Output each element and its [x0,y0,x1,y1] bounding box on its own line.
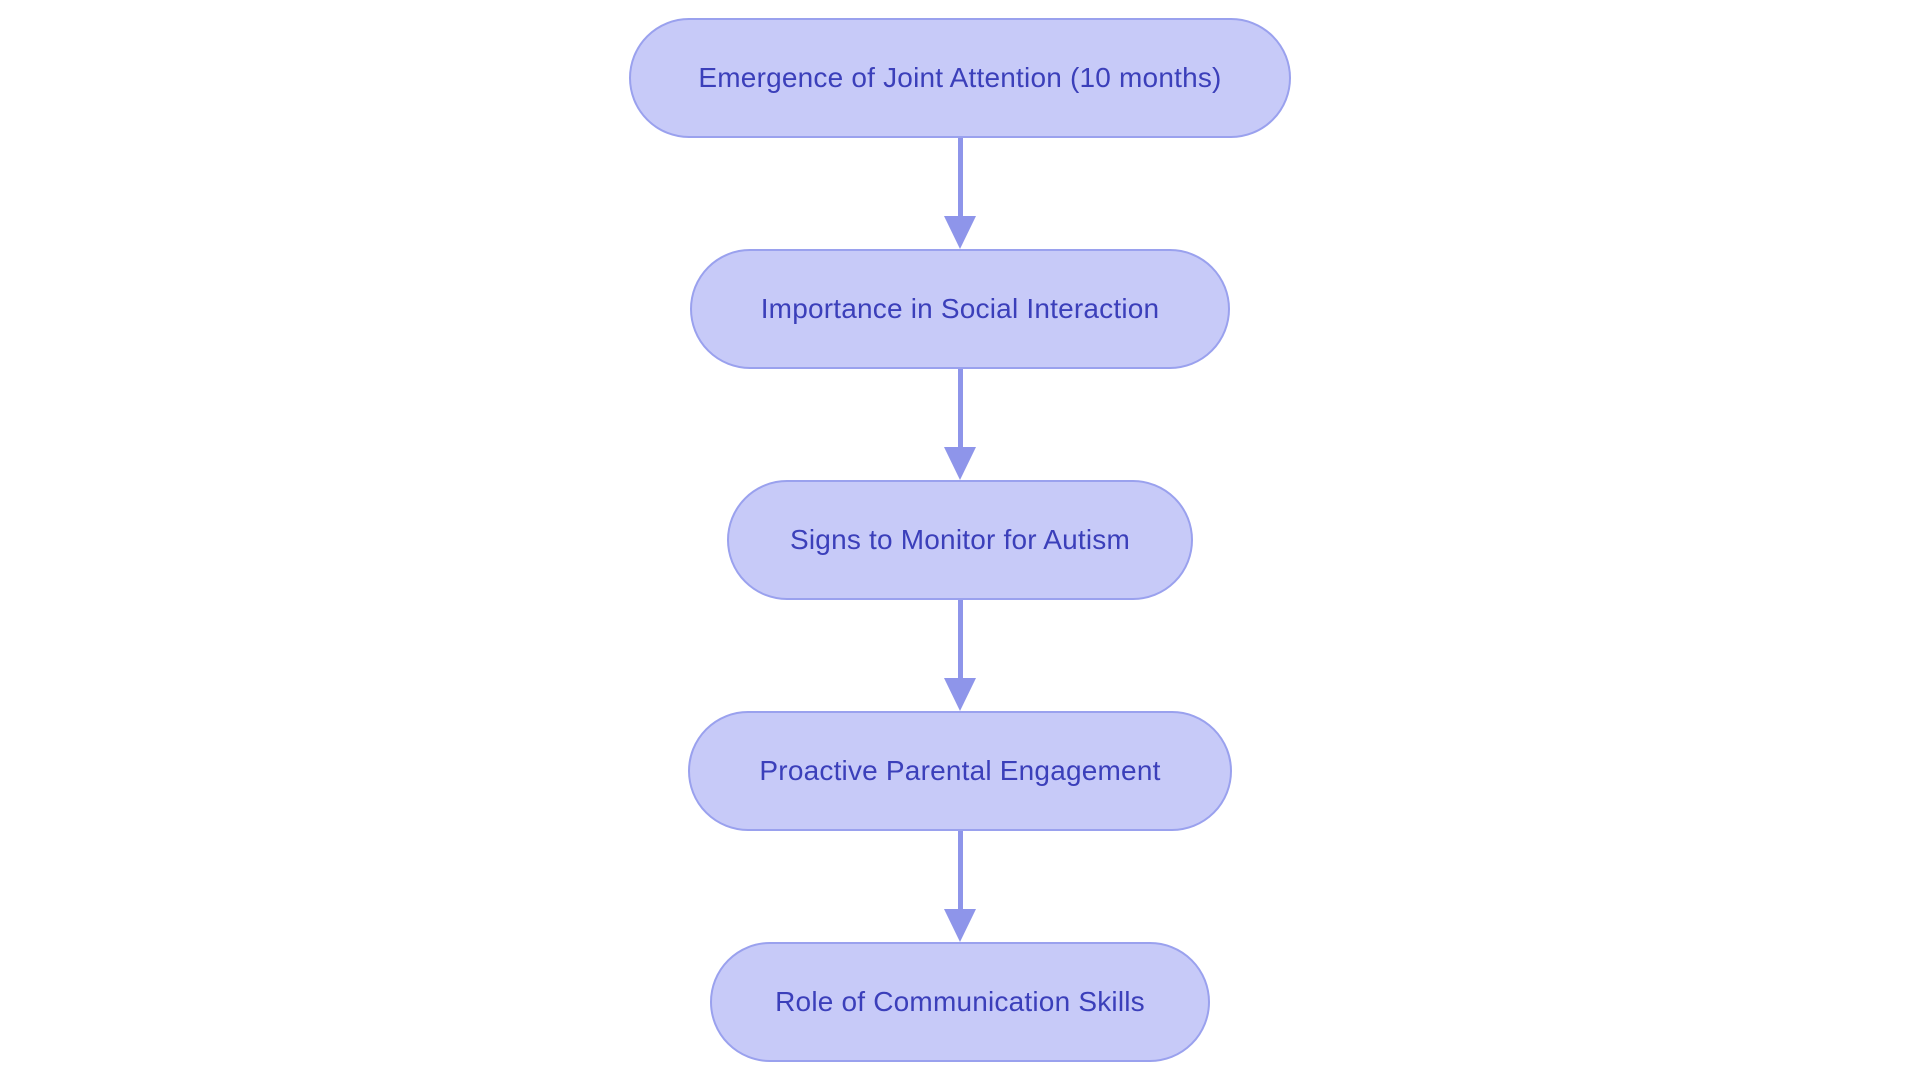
arrow-down-icon [944,138,976,249]
arrow-stem [957,369,963,447]
arrow-head-icon [944,909,976,942]
arrow-head-icon [944,447,976,480]
arrow-down-icon [944,831,976,942]
arrow-stem [957,831,963,909]
node-emergence-of-joint-attention: Emergence of Joint Attention (10 months) [629,18,1291,138]
node-label: Signs to Monitor for Autism [790,524,1130,555]
arrow-stem [957,138,963,216]
arrow-head-icon [944,216,976,249]
node-importance-in-social-interaction: Importance in Social Interaction [690,249,1230,369]
node-label: Role of Communication Skills [775,986,1145,1017]
arrow-head-icon [944,678,976,711]
arrow-stem [957,600,963,678]
node-label: Emergence of Joint Attention (10 months) [698,62,1222,93]
arrow-down-icon [944,600,976,711]
arrow-down-icon [944,369,976,480]
node-label: Importance in Social Interaction [760,293,1160,324]
node-role-of-communication-skills: Role of Communication Skills [710,942,1210,1062]
node-signs-to-monitor-for-autism: Signs to Monitor for Autism [727,480,1193,600]
node-proactive-parental-engagement: Proactive Parental Engagement [688,711,1232,831]
node-label: Proactive Parental Engagement [759,755,1161,786]
